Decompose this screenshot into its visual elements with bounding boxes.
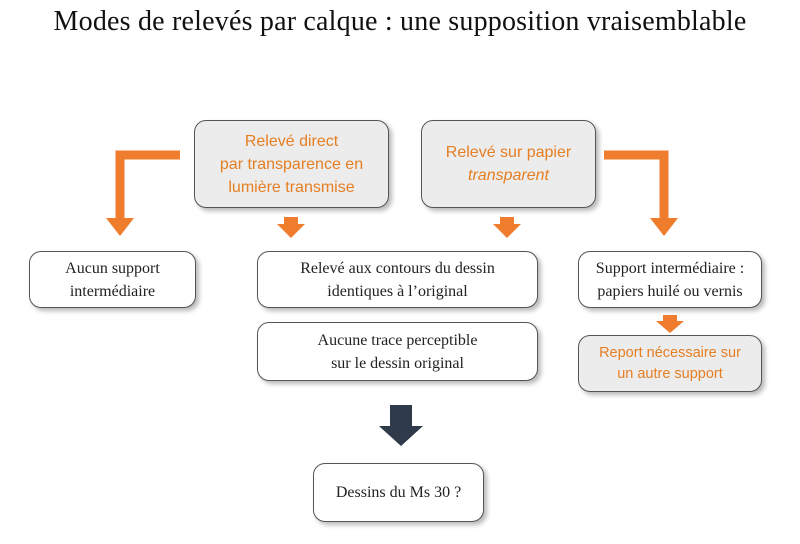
node-support-intermediaire: Support intermédiaire : papiers huilé ou… [578,251,762,308]
node-report-necessaire-line2: un autre support [617,365,723,382]
node-releve-direct-line3: lumière transmise [228,178,355,196]
node-releve-contours: Relevé aux contours du dessin identiques… [257,251,538,308]
node-aucune-trace-line2: sur le dessin original [331,354,464,372]
node-aucun-support-line2: intermédiaire [69,282,156,300]
node-releve-papier: Relevé sur papier transparent [421,120,596,208]
arrow-head-right [650,218,678,236]
node-releve-direct: Relevé direct par transparence en lumièr… [194,120,389,208]
node-releve-contours-line2: identiques à l’original [327,282,468,300]
connector-right-elbow [604,150,669,218]
arrow-down-dark [379,405,423,446]
node-aucune-trace: Aucune trace perceptible sur le dessin o… [257,322,538,381]
node-support-intermediaire-line1: Support intermédiaire : [595,259,745,277]
arrow-down-papier [493,217,521,238]
node-releve-papier-line2: transparent [468,167,549,184]
connector-left-elbow [115,150,180,218]
node-report-necessaire-line1: Report nécessaire sur [599,344,741,361]
diagram-title: Modes de relevés par calque : une suppos… [53,6,747,37]
node-releve-direct-line2: par transparence en [219,155,364,173]
node-releve-direct-line1: Relevé direct [244,132,339,150]
node-aucune-trace-line1: Aucune trace perceptible [317,331,478,349]
node-aucun-support: Aucun support intermédiaire [29,251,196,308]
node-releve-papier-line1: Relevé sur papier [445,144,572,161]
node-support-intermediaire-line2: papiers huilé ou vernis [597,282,743,300]
arrow-head-left [106,218,134,236]
node-report-necessaire: Report nécessaire sur un autre support [578,335,762,392]
node-aucun-support-line1: Aucun support [65,259,160,277]
node-dessins-ms30-label: Dessins du Ms 30 ? [335,484,462,501]
arrow-down-direct [277,217,305,238]
node-dessins-ms30: Dessins du Ms 30 ? [313,463,484,522]
arrow-down-support [656,315,684,333]
node-releve-contours-line1: Relevé aux contours du dessin [300,259,495,277]
